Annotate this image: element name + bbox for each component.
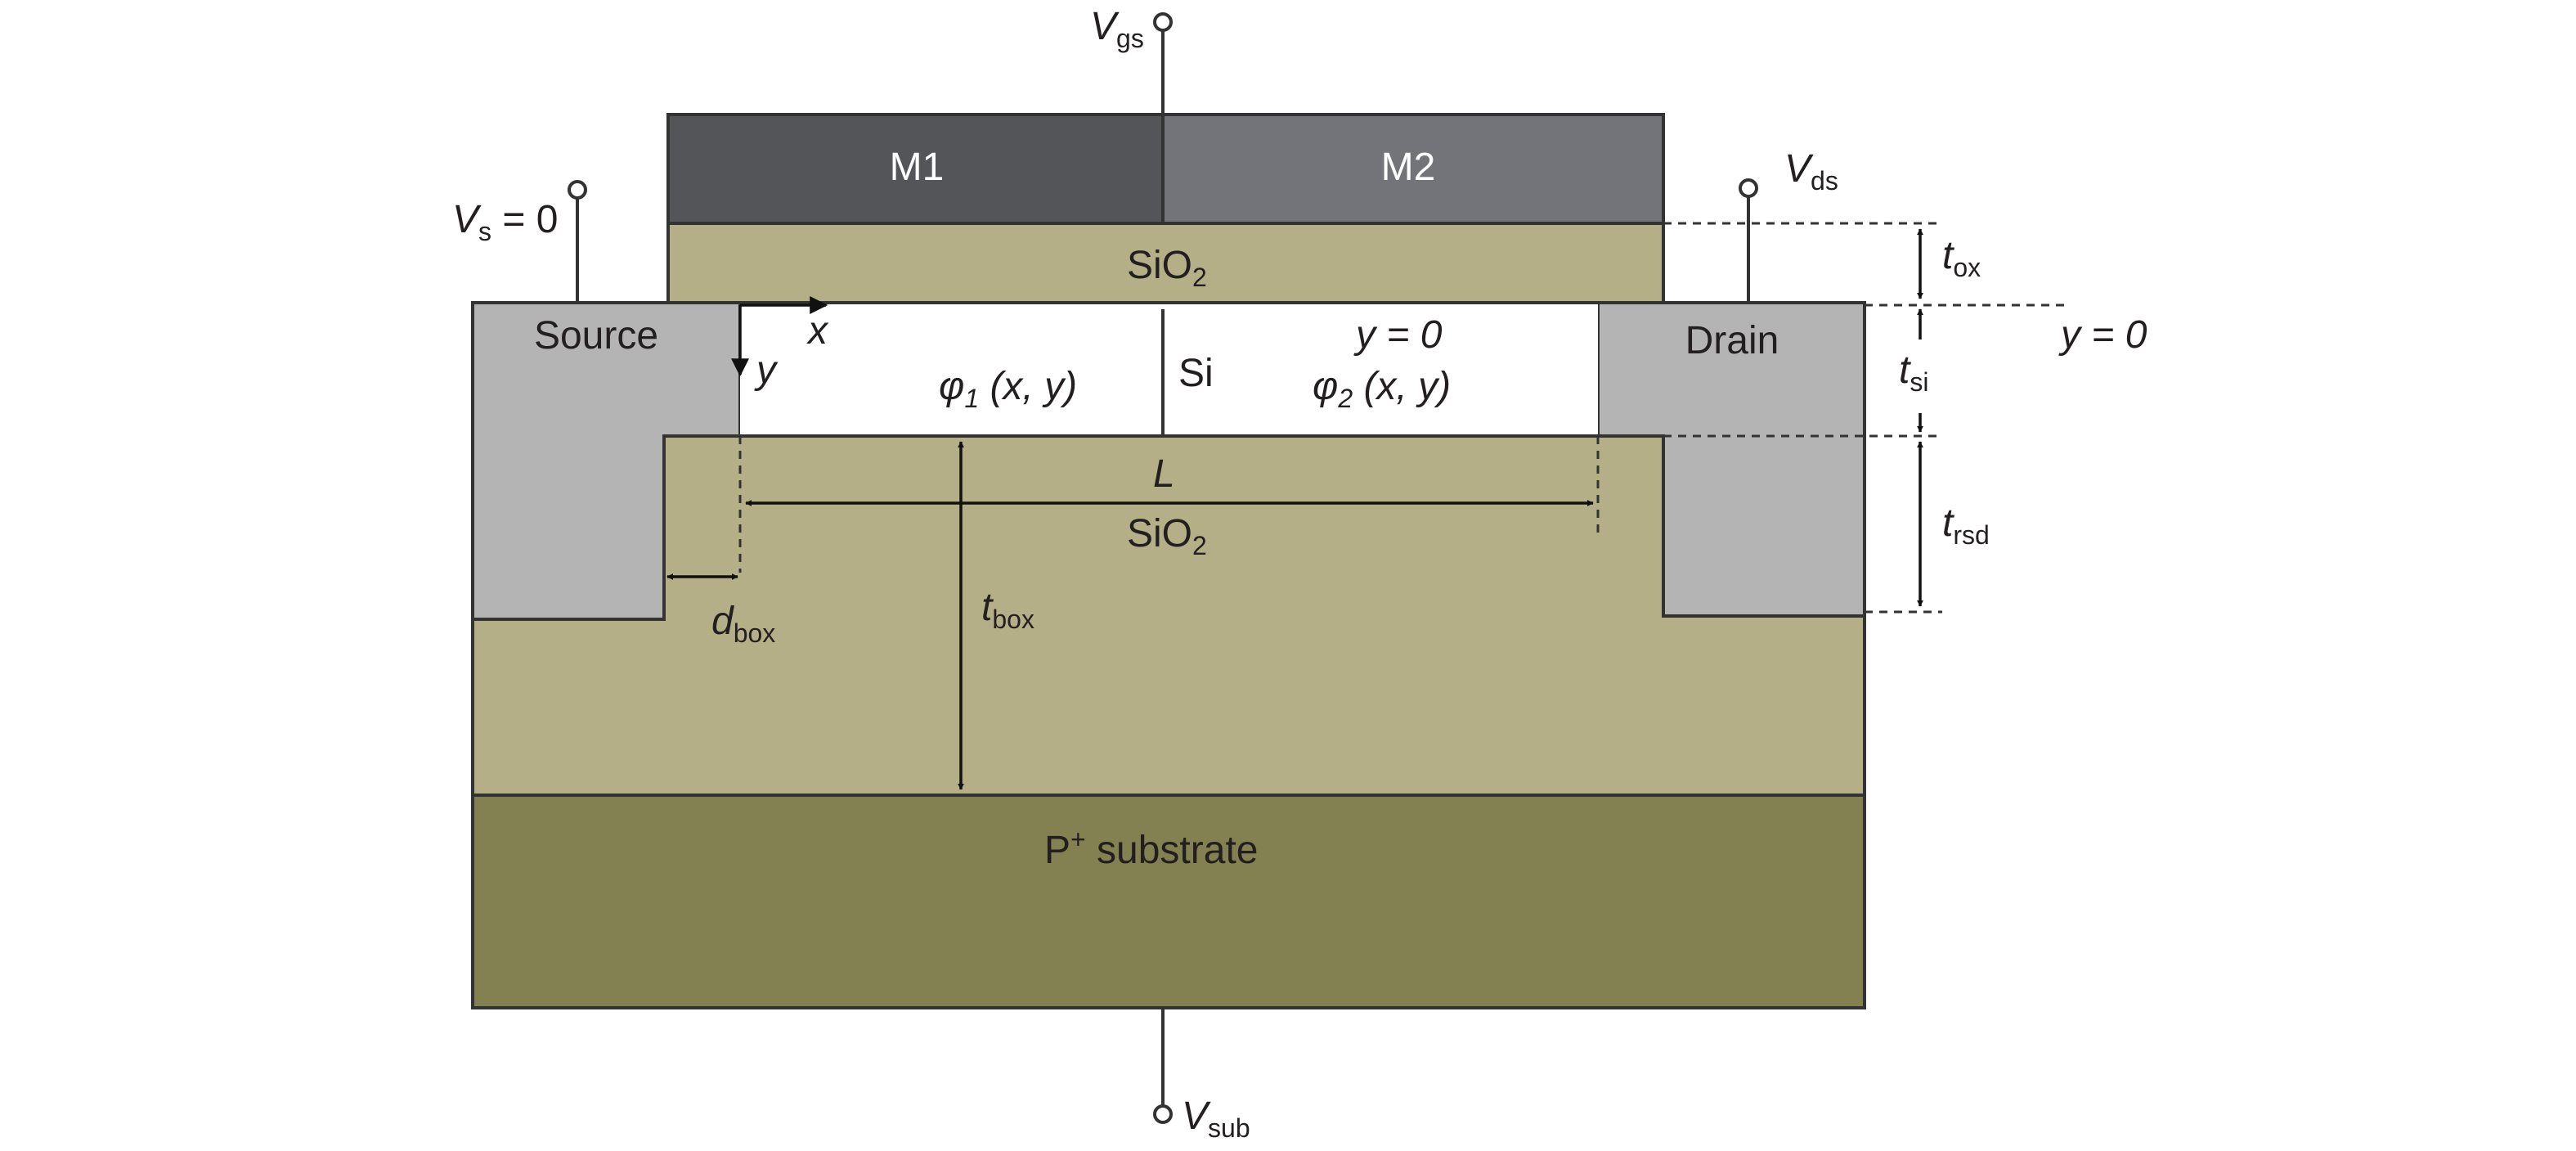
source-terminal: [568, 180, 587, 200]
source-voltage-label: Vs = 0: [452, 198, 558, 246]
substrate-label: P+ substrate: [1044, 825, 1258, 872]
substrate-terminal: [1153, 1104, 1173, 1124]
length-label: L: [1153, 452, 1175, 496]
metal-gate-m1-label: M1: [890, 146, 945, 189]
t-box-label: tbox: [981, 586, 1034, 634]
y-axis-label: y: [754, 348, 779, 392]
substrate-voltage-label: Vsub: [1182, 1095, 1250, 1143]
drain-voltage-label: Vds: [1784, 147, 1838, 196]
source-label: Source: [534, 314, 658, 357]
x-axis-label: x: [806, 309, 829, 353]
t-ox-label: tox: [1942, 234, 1981, 282]
gate-oxide-label: SiO2: [1127, 244, 1207, 292]
drain-label: Drain: [1685, 319, 1779, 362]
d-box-label: dbox: [711, 600, 775, 648]
y-zero-outer-label: y = 0: [2058, 313, 2147, 357]
gate-voltage-label: Vgs: [1090, 5, 1144, 53]
t-rsd-label: trsd: [1942, 501, 1990, 550]
gate-oxide-layer: [666, 222, 1665, 304]
y-zero-inner-label: y = 0: [1353, 313, 1443, 357]
silicon-channel: [740, 303, 1598, 436]
silicon-label: Si: [1178, 352, 1214, 395]
metal-gate-m2-label: M2: [1381, 146, 1436, 189]
phi1-label: φ1 (x, y): [939, 365, 1077, 413]
t-si-label: tsi: [1899, 348, 1928, 397]
drain-terminal: [1739, 178, 1758, 198]
buried-oxide-layer: [471, 434, 1866, 797]
metal-gate-m2: [1161, 113, 1665, 225]
gate-terminal: [1153, 12, 1173, 32]
buried-oxide-label: SiO2: [1127, 512, 1207, 560]
phi2-label: φ2 (x, y): [1313, 365, 1451, 413]
p-plus-substrate: [471, 794, 1866, 1009]
